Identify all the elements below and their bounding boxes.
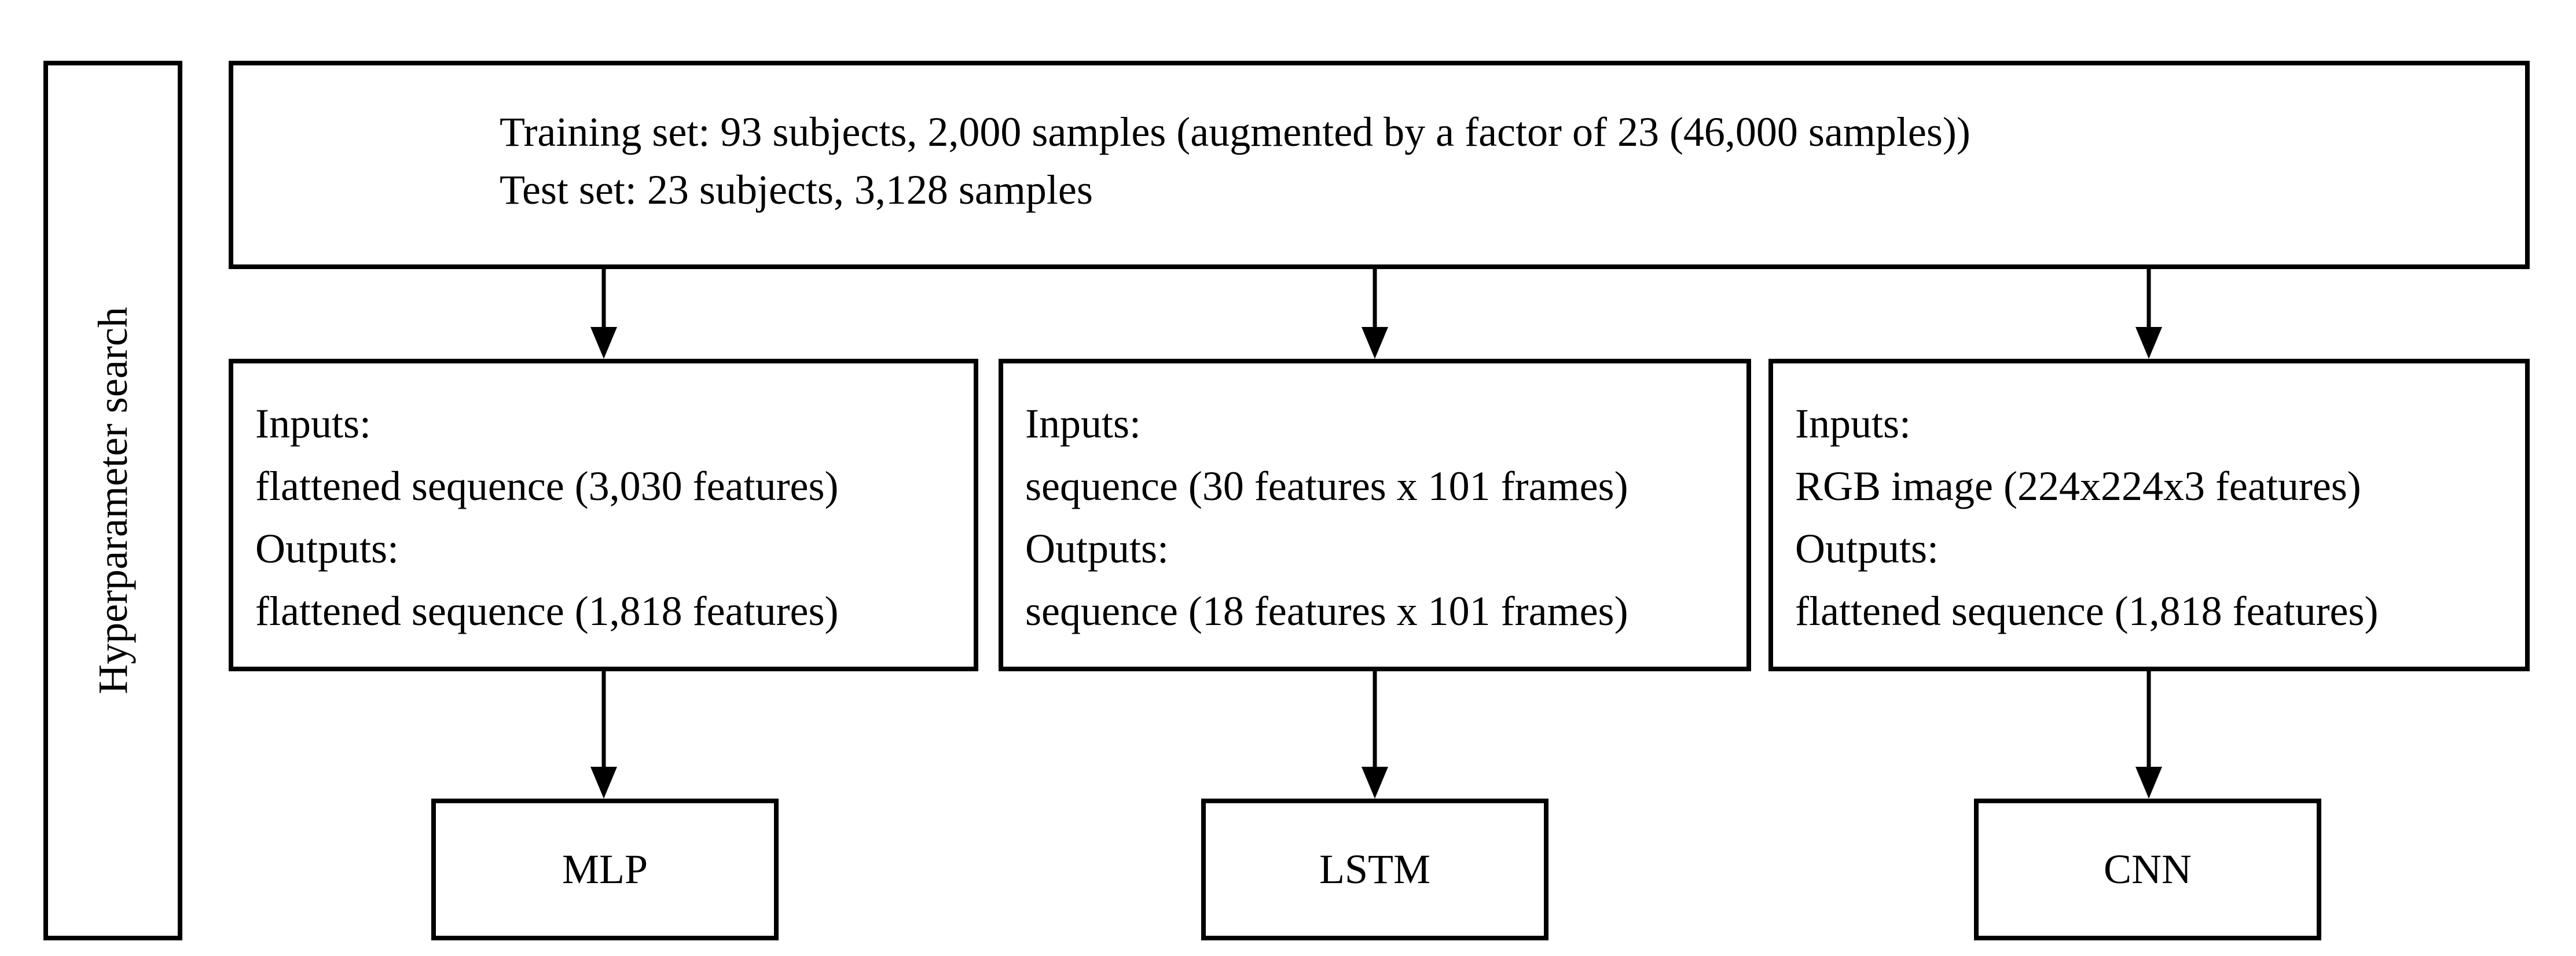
hyperparameter-search-label: Hyperparameter search	[90, 307, 136, 694]
dataset-text: Training set: 93 subjects, 2,000 samples…	[500, 103, 1970, 219]
arrowhead-dataset-to-lstm	[1362, 327, 1388, 359]
cnn-outputs-label: Outputs:	[1795, 525, 1939, 572]
arrowhead-dataset-to-cnn	[2135, 327, 2162, 359]
mlp-outputs-label: Outputs:	[255, 525, 399, 572]
training-set-text: Training set: 93 subjects, 2,000 samples…	[500, 109, 1970, 155]
hyperparameter-search-box: Hyperparameter search	[43, 61, 182, 940]
mlp-inputs-value: flattened sequence (3,030 features)	[255, 463, 839, 509]
mlp-model-label: MLP	[562, 846, 648, 892]
cnn-inputs-value: RGB image (224x224x3 features)	[1795, 463, 2361, 509]
lstm-io-box: Inputs: sequence (30 features x 101 fram…	[999, 359, 1751, 671]
cnn-outputs-value: flattened sequence (1,818 features)	[1795, 588, 2379, 634]
lstm-inputs-label: Inputs:	[1025, 400, 1142, 447]
mlp-inputs-label: Inputs:	[255, 400, 372, 447]
lstm-inputs-value: sequence (30 features x 101 frames)	[1025, 463, 1628, 509]
cnn-inputs-label: Inputs:	[1795, 400, 1911, 447]
lstm-io-text: Inputs: sequence (30 features x 101 fram…	[1025, 392, 1628, 642]
lstm-outputs-value: sequence (18 features x 101 frames)	[1025, 588, 1628, 634]
mlp-io-text: Inputs: flattened sequence (3,030 featur…	[255, 392, 839, 642]
arrowhead-cnn-io-to-model	[2135, 767, 2162, 799]
cnn-model-label: CNN	[2103, 846, 2192, 892]
mlp-io-box: Inputs: flattened sequence (3,030 featur…	[229, 359, 978, 671]
cnn-model-box: CNN	[1974, 799, 2321, 940]
arrowhead-mlp-io-to-model	[590, 767, 617, 799]
arrowhead-lstm-io-to-model	[1362, 767, 1388, 799]
arrowhead-dataset-to-mlp	[590, 327, 617, 359]
dataset-box: Training set: 93 subjects, 2,000 samples…	[229, 61, 2530, 269]
test-set-text: Test set: 23 subjects, 3,128 samples	[500, 167, 1093, 213]
cnn-io-box: Inputs: RGB image (224x224x3 features) O…	[1768, 359, 2530, 671]
cnn-io-text: Inputs: RGB image (224x224x3 features) O…	[1795, 392, 2379, 642]
lstm-model-box: LSTM	[1201, 799, 1548, 940]
lstm-model-label: LSTM	[1319, 846, 1431, 892]
mlp-outputs-value: flattened sequence (1,818 features)	[255, 588, 839, 634]
mlp-model-box: MLP	[431, 799, 779, 940]
lstm-outputs-label: Outputs:	[1025, 525, 1169, 572]
